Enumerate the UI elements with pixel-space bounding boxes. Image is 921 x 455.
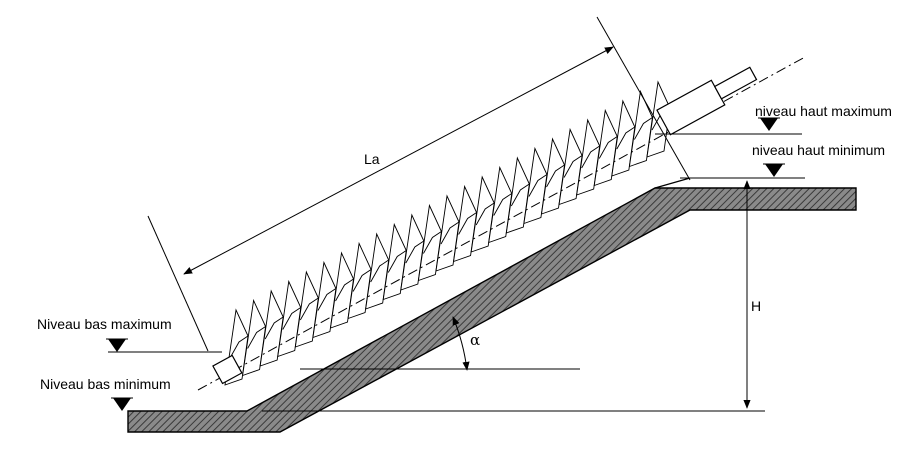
screw-flight-edge	[229, 335, 249, 359]
high-level-max-label: niveau haut maximum	[755, 103, 892, 119]
length-label: La	[364, 151, 380, 167]
screw-flight-edge	[299, 297, 319, 321]
low-level-min-marker: Niveau bas minimum	[40, 376, 171, 411]
screw-flight-edge	[335, 278, 354, 302]
screw-flight-edge	[282, 307, 301, 330]
angle-label: α	[470, 331, 480, 349]
screw-flight-edge	[247, 326, 266, 349]
upper-bearing	[656, 66, 758, 136]
high-level-min-marker: niveau haut minimum	[680, 142, 885, 179]
angle-dimension: α	[300, 316, 580, 371]
height-label: H	[751, 298, 761, 314]
length-dimension: La	[147, 16, 691, 352]
high-level-min-label: niveau haut minimum	[752, 142, 885, 158]
screw-flight-edge	[616, 126, 636, 150]
trough-ground	[127, 177, 857, 433]
low-level-max-marker: Niveau bas maximum	[37, 316, 222, 353]
screw-flight-edge	[264, 316, 284, 340]
low-level-max-label: Niveau bas maximum	[37, 316, 172, 332]
screw-flight-edge	[317, 288, 337, 311]
screw-shaft	[197, 56, 806, 391]
lower-bearing	[212, 354, 243, 385]
high-level-max-marker: niveau haut maximum	[655, 103, 892, 135]
screw-flight-edge	[634, 117, 653, 140]
low-level-min-label: Niveau bas minimum	[40, 376, 171, 392]
